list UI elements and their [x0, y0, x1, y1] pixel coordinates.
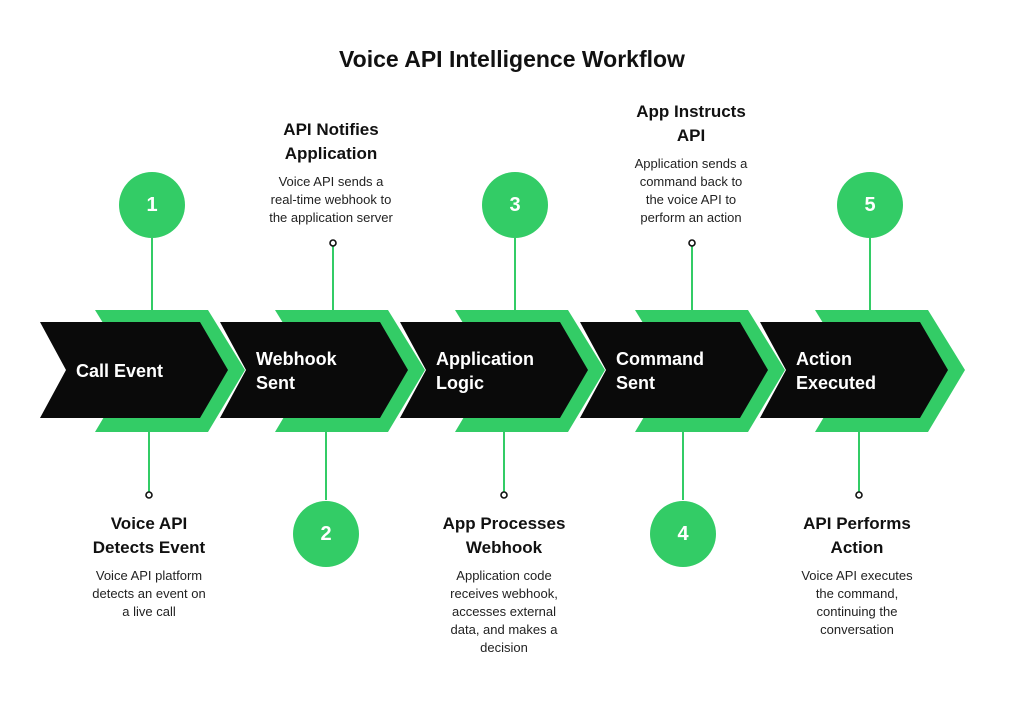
step-1-desc-dot [145, 491, 153, 499]
step-2-number: 2 [320, 523, 332, 545]
step-5-body: Voice API executes the command, continui… [801, 568, 913, 637]
step-2-body: Voice API sends a real-time webhook to t… [269, 174, 393, 225]
stage-5-arrow [760, 322, 948, 418]
stage-4-label: Command Sent [616, 349, 705, 393]
step-1-circle [119, 172, 185, 238]
stage-5-label: Action Executed [796, 349, 877, 393]
stage-2-arrow [220, 322, 408, 418]
stage-4-arrow [580, 322, 768, 418]
stage-1-arrow [40, 322, 228, 418]
step-4-number: 4 [677, 523, 689, 545]
step-3-number: 3 [509, 194, 521, 216]
step-2-circle [293, 501, 359, 567]
step-3-desc-dot [500, 491, 508, 499]
step-2-title: API Notifies Application [283, 120, 379, 163]
step-3-description: App Processes Webhook Application code r… [409, 512, 599, 657]
step-4-body: Application sends a command back to the … [634, 156, 748, 225]
step-5-title: API Performs Action [803, 514, 911, 557]
step-2-desc-dot [329, 239, 337, 247]
step-4-circle [650, 501, 716, 567]
stage-2-label: Webhook Sent [256, 349, 337, 393]
step-4-description: App Instructs API Application sends a co… [596, 100, 786, 227]
step-5-description: API Performs Action Voice API executes t… [762, 512, 952, 639]
stage-3-label: Application Logic [436, 349, 534, 393]
step-5-number: 5 [864, 194, 876, 216]
step-1-description: Voice API Detects Event Voice API platfo… [54, 512, 244, 621]
step-1-title: Voice API Detects Event [92, 514, 206, 557]
step-3-body: Application code receives webhook, acces… [450, 568, 558, 655]
step-3-title: App Processes Webhook [442, 514, 566, 557]
step-2-description: API Notifies Application Voice API sends… [236, 118, 426, 227]
step-5-circle [837, 172, 903, 238]
step-3-circle [482, 172, 548, 238]
step-4-title: App Instructs API [636, 102, 746, 145]
stage-1-label: Call Event [76, 361, 164, 381]
step-5-desc-dot [855, 491, 863, 499]
stage-3-arrow [400, 322, 588, 418]
diagram-title: Voice API Intelligence Workflow [339, 46, 685, 72]
step-1-number: 1 [146, 194, 158, 216]
step-1-body: Voice API platform detects an event on a… [92, 568, 206, 619]
step-4-desc-dot [688, 239, 696, 247]
